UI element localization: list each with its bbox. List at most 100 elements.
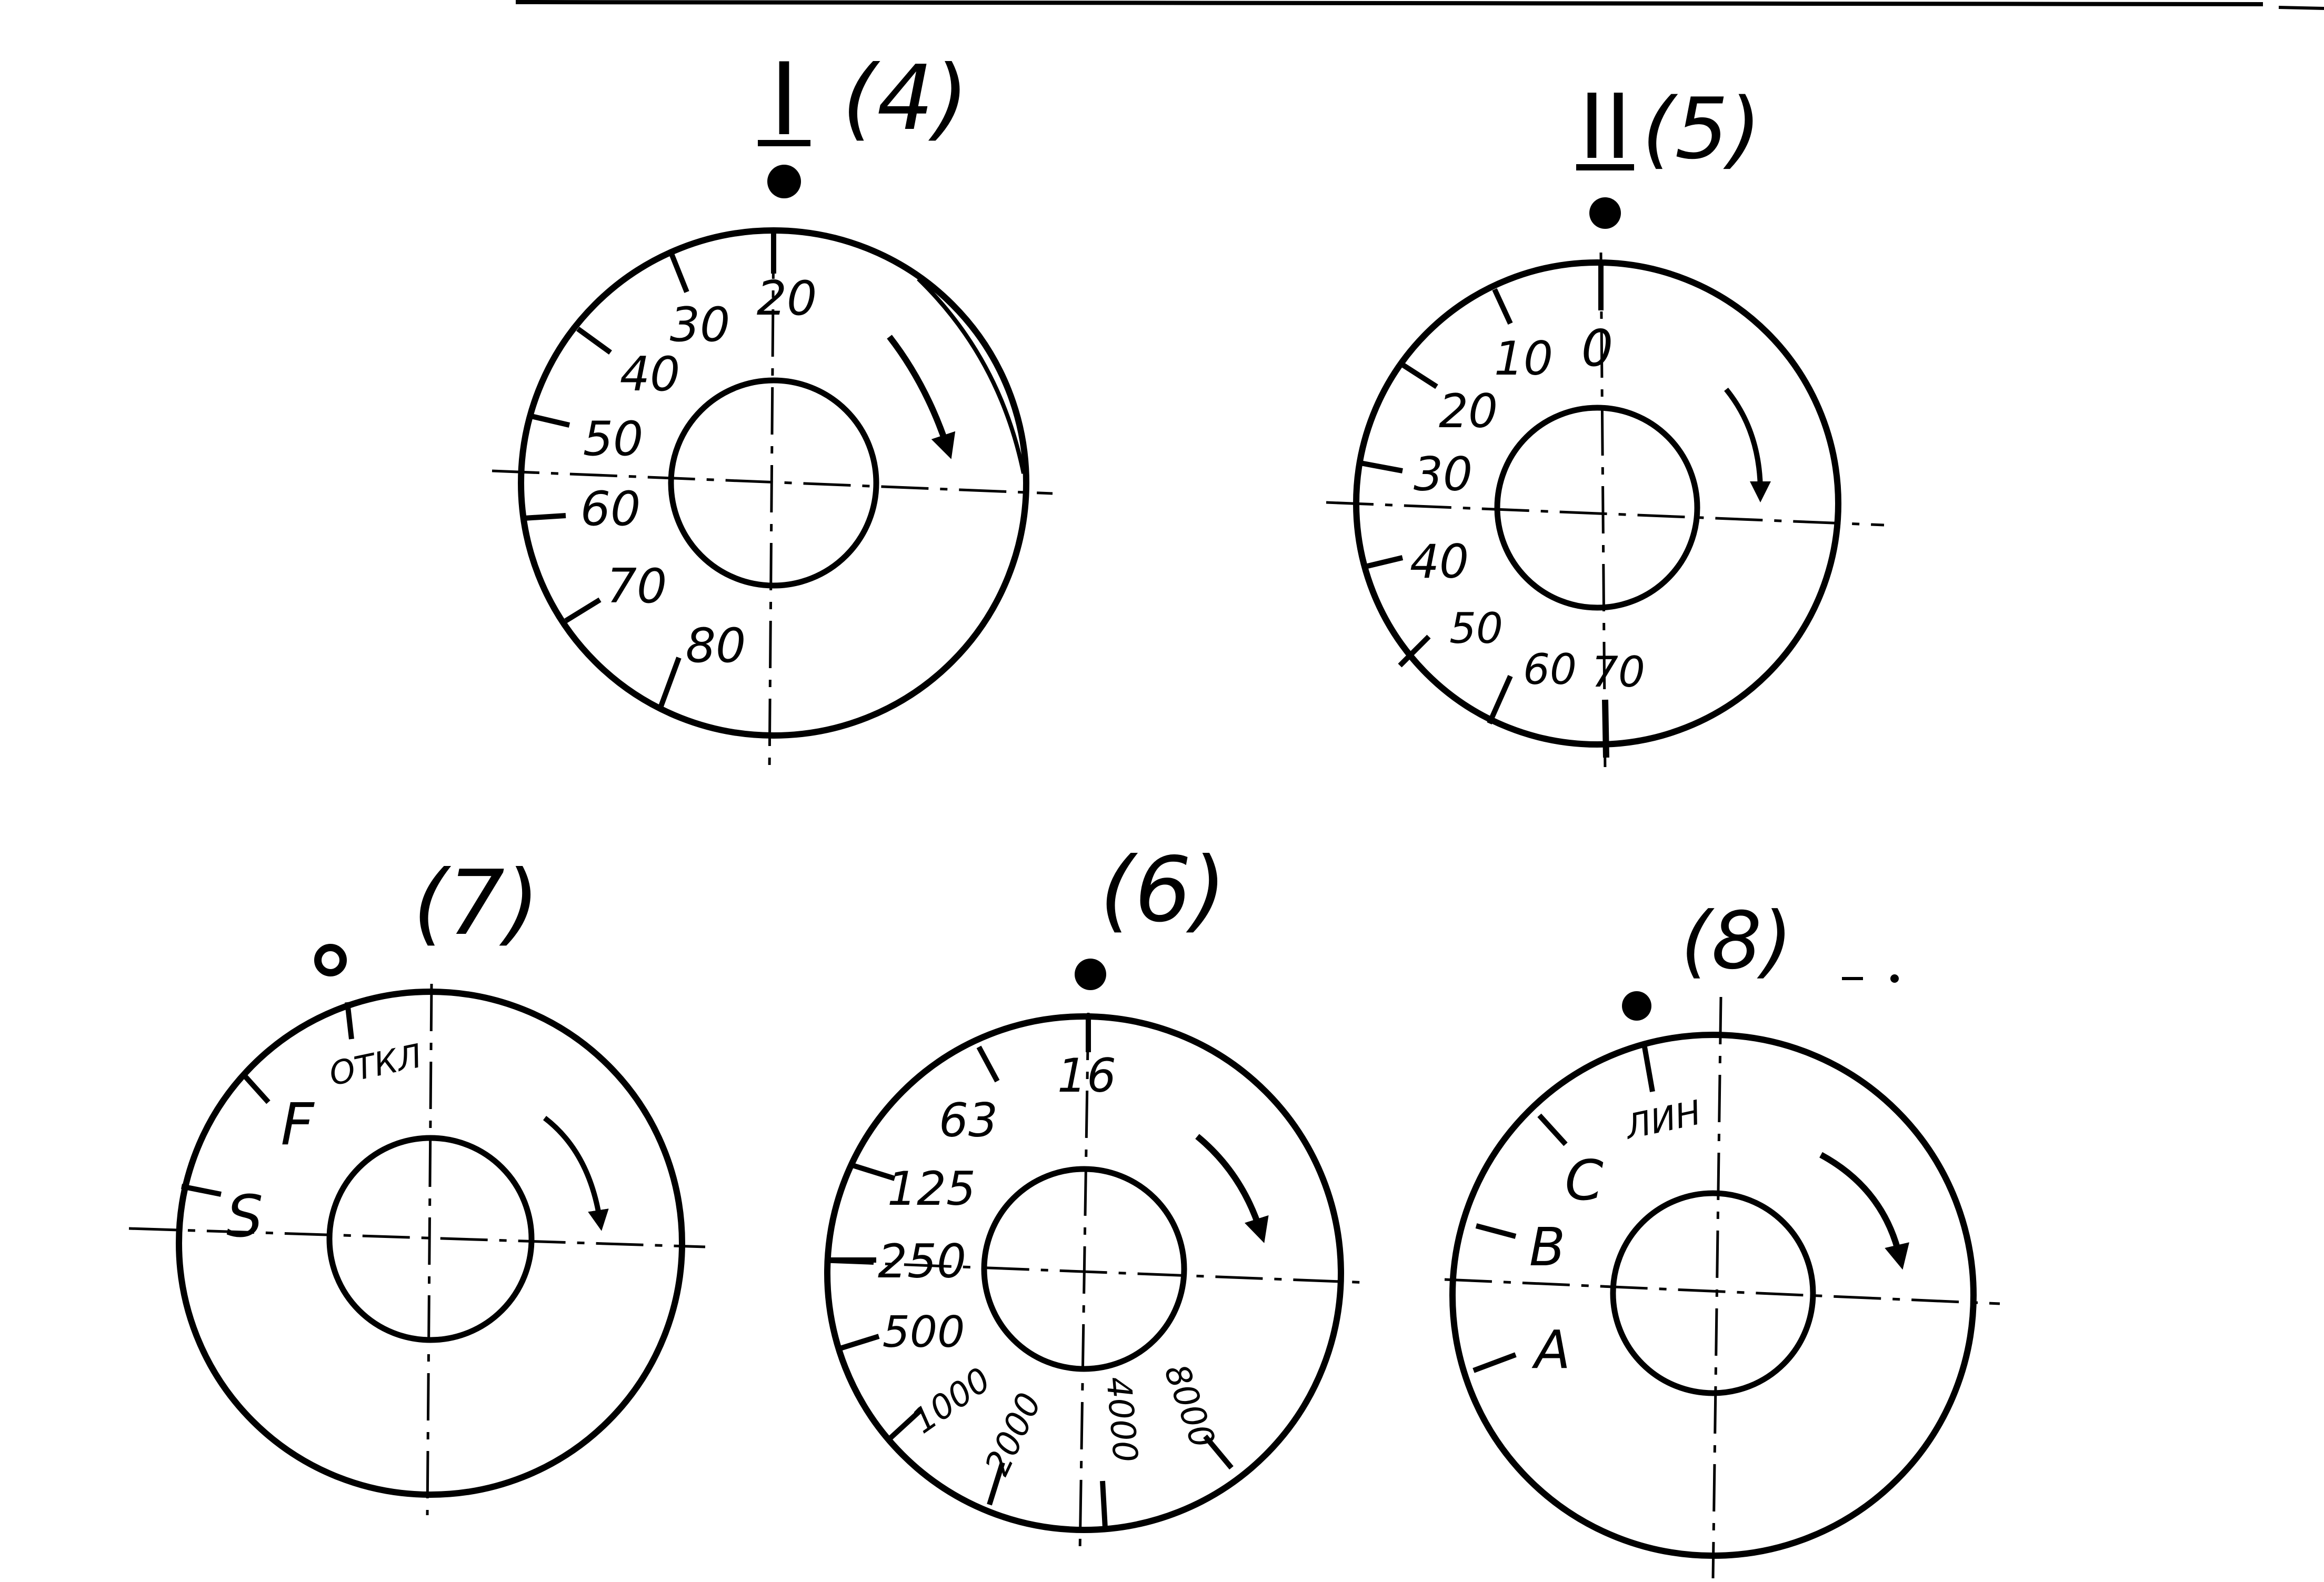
- dial-8: (8) ЛИН C B A: [1444, 895, 2000, 1579]
- dial-5-roman: II: [1579, 75, 1631, 179]
- dial-4-tick: [528, 413, 570, 428]
- dial-6-tick: [976, 1045, 1000, 1083]
- dial-4-rotation-arrow: [887, 335, 956, 459]
- dial-8-axis-h: [1444, 1278, 2000, 1305]
- dial-7-label: F: [281, 1091, 315, 1158]
- dial-6-tick: [1203, 1434, 1234, 1470]
- dial-7-tick: [181, 1184, 222, 1197]
- dial-4-label: 70: [607, 559, 667, 614]
- dial-8-inner-hub: [1610, 1190, 1816, 1396]
- dial-6: (6) 16 63 125 250 500 1000 2000 4000 800…: [824, 838, 1369, 1553]
- dial-5-label: 60: [1523, 645, 1577, 694]
- dial-8-tick: [1642, 1046, 1655, 1092]
- dial-8-mark: [1890, 974, 1899, 983]
- dial-7-tick: [243, 1074, 271, 1104]
- dial-6-tick: [836, 1334, 880, 1352]
- dial-6-label: 8000: [1156, 1359, 1222, 1453]
- dial-7: (7) ОТКЛ F S: [128, 851, 706, 1516]
- dial-6-label: 500: [883, 1307, 965, 1357]
- dial-8-index-dot: [1622, 991, 1651, 1021]
- dial-4-tick: [576, 326, 612, 355]
- dial-6-tick: [987, 1462, 1005, 1506]
- dial-6-number: (6): [1100, 838, 1227, 942]
- dial-8-axis-v: [1711, 996, 1722, 1579]
- dial-6-outer-ring: [824, 1013, 1344, 1533]
- dial-5-tick: [1602, 699, 1609, 758]
- dial-4-index-dot: [767, 165, 801, 198]
- dial-5-label: 70: [1591, 648, 1645, 697]
- dial-7-number: (7): [413, 851, 540, 955]
- corner-mark: [2278, 6, 2324, 10]
- dial-5-label: 50: [1449, 604, 1503, 653]
- dial-8-label: C: [1565, 1148, 1603, 1213]
- dial-5-axis-v: [1599, 252, 1607, 774]
- dial-4-roman: I: [769, 42, 799, 158]
- dial-7-rotation-arrow: [543, 1116, 609, 1231]
- dial-7-tick: [345, 1002, 354, 1040]
- dial-6-label: 250: [878, 1234, 966, 1288]
- dial-7-label: ОТКЛ: [326, 1036, 425, 1093]
- dial-7-index-dot: [314, 944, 347, 976]
- dial-4-number: (4): [842, 46, 969, 150]
- dial-5-label: 0: [1581, 320, 1613, 378]
- dial-8-outer-ring: [1449, 1032, 1977, 1559]
- dial-5-tick: [1362, 555, 1404, 570]
- dial-4-tick: [524, 513, 566, 521]
- dial-4-label: 80: [686, 618, 746, 673]
- dial-5-number: (5): [1642, 79, 1761, 178]
- dial-5-label: 40: [1410, 535, 1469, 589]
- dial-5-axis-h: [1326, 501, 1885, 527]
- top-border-line: [515, 0, 2263, 6]
- dial-6-tick: [1100, 1480, 1108, 1529]
- dial-6-label: 63: [939, 1093, 998, 1147]
- dial-7-inner-hub: [326, 1135, 535, 1343]
- dial-4-rim-highlight: [917, 277, 1026, 474]
- dial-4: I (4) 20 30 40 50 60 70 80: [492, 42, 1053, 774]
- dial-8-label: B: [1529, 1216, 1566, 1278]
- dial-6-axis-v: [1078, 1012, 1090, 1553]
- dial-5-tick: [1360, 460, 1403, 473]
- dial-5-tick: [1398, 360, 1438, 389]
- dial-6-label: 4000: [1098, 1375, 1145, 1464]
- dial-8-tick: [1472, 1352, 1517, 1373]
- dial-5-inner-hub: [1494, 405, 1700, 611]
- dial-6-label: 2000: [978, 1387, 1049, 1482]
- dial-8-rotation-arrow: [1819, 1152, 1909, 1270]
- dial-6-index-dot: [1075, 959, 1106, 990]
- dial-6-tick: [887, 1408, 923, 1441]
- dial-5-tick: [1492, 288, 1513, 325]
- dial-6-label: 125: [887, 1162, 976, 1216]
- dial-4-label: 60: [580, 481, 641, 537]
- dial-8-label: A: [1531, 1319, 1570, 1381]
- dial-4-label: 20: [757, 271, 817, 326]
- dial-4-inner-hub: [668, 377, 879, 589]
- dial-6-rotation-arrow: [1195, 1134, 1269, 1243]
- dial-5-tick: [1398, 634, 1431, 668]
- dial-4-tick: [668, 251, 689, 293]
- dial-6-axis-h: [826, 1260, 1369, 1284]
- dial-8-tick: [1475, 1223, 1517, 1239]
- dial-5: II (5) 0 10 20 30 40 50 60 70: [1326, 75, 1885, 774]
- dial-4-axis-v: [768, 231, 775, 774]
- dial-5-label: 20: [1439, 384, 1498, 438]
- dial-4-tick: [658, 657, 682, 709]
- dial-5-label: 10: [1494, 331, 1553, 386]
- dial-4-label: 40: [620, 347, 680, 402]
- dial-4-label: 50: [583, 411, 644, 467]
- dial-6-label: 1000: [905, 1361, 998, 1442]
- dial-5-tick: [1487, 674, 1513, 725]
- dial-4-tick: [564, 597, 602, 623]
- dial-5-rotation-arrow: [1724, 387, 1771, 502]
- dial-6-tick: [852, 1163, 896, 1181]
- dial-8-label: ЛИН: [1621, 1093, 1704, 1147]
- dial-4-label: 30: [670, 297, 730, 352]
- dial-7-axis-h: [128, 1227, 706, 1248]
- dial-7-axis-v: [426, 983, 433, 1516]
- dial-7-label: S: [226, 1183, 263, 1250]
- dial-8-tick: [1537, 1113, 1568, 1146]
- dial-6-label: 16: [1057, 1049, 1116, 1103]
- dial-8-number: (8): [1681, 895, 1792, 987]
- dial-5-label: 30: [1414, 447, 1472, 501]
- dial-5-index-dot: [1589, 197, 1621, 229]
